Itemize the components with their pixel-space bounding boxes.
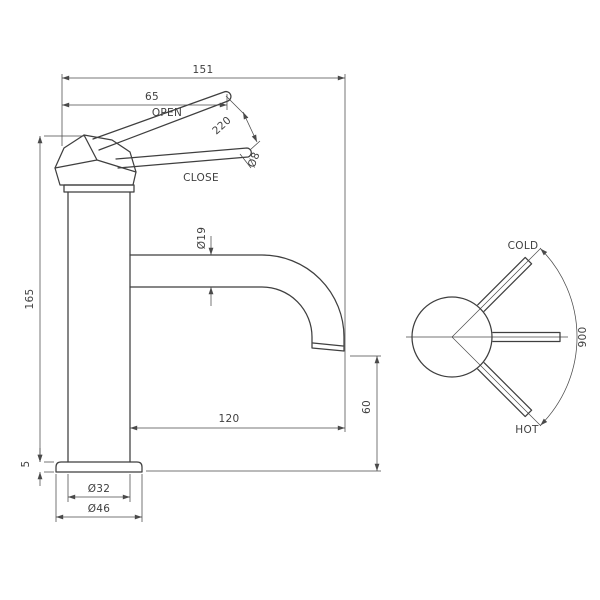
handle-arm-cold	[477, 256, 533, 312]
open-label: OPEN	[152, 107, 182, 119]
lever-closed	[115, 147, 252, 169]
dim-body-diameter-label: Ø32	[88, 483, 111, 495]
dim-total-height: 165	[24, 135, 84, 463]
faucet-collar	[63, 184, 135, 193]
dim-swing-angle: 900	[540, 248, 589, 426]
faucet-body	[67, 191, 131, 463]
cold-label: COLD	[508, 240, 539, 252]
dim-lever-diameter: Ø8	[239, 150, 263, 169]
dim-base-plate-label: 5	[20, 461, 32, 468]
handle-hub-circle	[411, 296, 493, 378]
dim-base-diameter-label: Ø46	[88, 503, 111, 515]
spout	[129, 254, 345, 352]
dim-spout-diameter: Ø19	[196, 227, 214, 306]
dim-swing-angle-label: 900	[577, 327, 589, 348]
base-flange	[55, 461, 143, 473]
dim-lever-travel-label: 220	[210, 114, 234, 137]
dim-total-width-label: 151	[193, 64, 214, 76]
handle-arm-hot	[477, 362, 533, 418]
dim-outlet-height-label: 60	[361, 400, 373, 414]
dim-handle-offset: 65	[61, 91, 228, 110]
dim-total-width: 151	[61, 64, 346, 432]
dim-base-plate: 5	[20, 448, 54, 486]
lever-open	[92, 90, 232, 151]
dim-handle-offset-label: 65	[145, 91, 159, 103]
hot-label: HOT	[515, 424, 539, 436]
dimensions-side-view: 151 65 OPEN CLOSE 220 Ø8 Ø19	[20, 64, 381, 522]
close-label: CLOSE	[183, 172, 219, 184]
dim-outlet-height: 60	[146, 355, 381, 472]
dim-lever-travel: 220	[210, 95, 261, 151]
dim-spout-reach-label: 120	[219, 413, 240, 425]
handle-swing-view: 900 COLD HOT	[406, 240, 589, 436]
faucet-side-view	[54, 90, 345, 473]
dim-total-height-label: 165	[24, 289, 36, 310]
dim-spout-diameter-label: Ø19	[196, 227, 208, 250]
dim-base-diameter: Ø46	[55, 474, 143, 522]
dim-body-diameter: Ø32	[67, 474, 131, 502]
dim-spout-reach: 120	[130, 413, 345, 431]
faucet-head	[54, 134, 137, 186]
handle-arm-middle	[492, 331, 561, 343]
center-lines	[406, 247, 568, 427]
dim-lever-diameter-label: Ø8	[246, 150, 263, 169]
